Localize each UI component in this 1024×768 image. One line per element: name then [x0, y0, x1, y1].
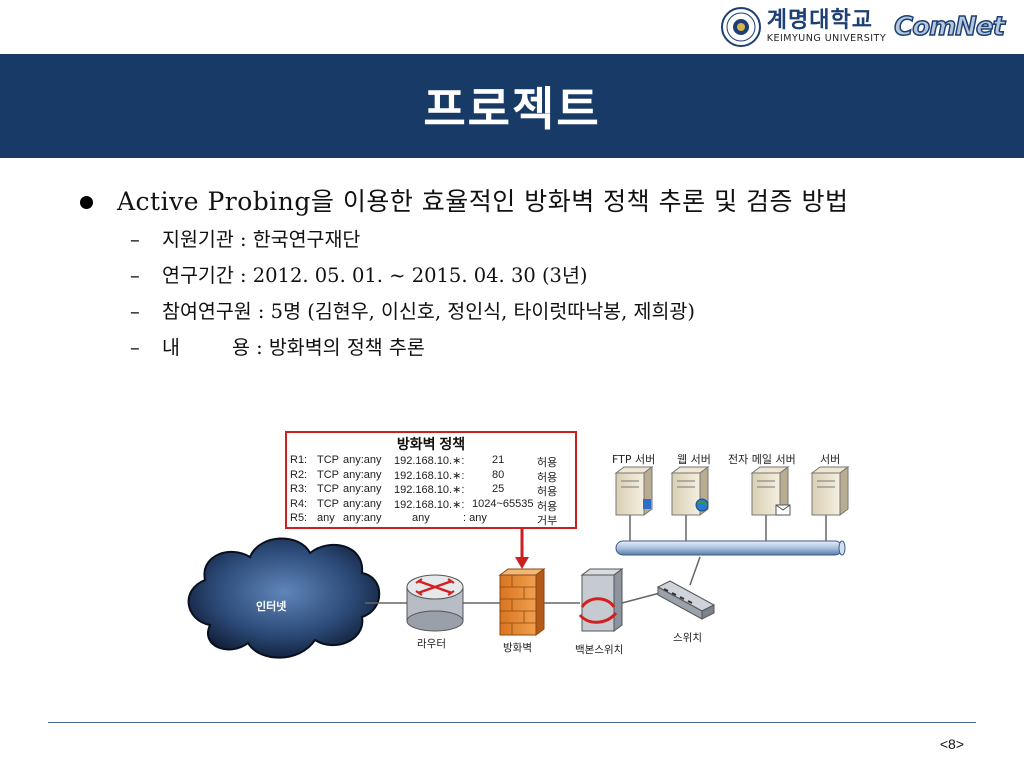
rule-port: 21: [492, 454, 505, 466]
sub-item-label: 참여연구원 : 5명 (김현우, 이신호, 정인식, 타이럿따낙봉, 제희광): [162, 300, 695, 323]
sub-item-content: – 내 용 : 방화벽의 정책 추론: [130, 330, 960, 366]
cloud-label: 인터넷: [256, 600, 287, 613]
rule-port: 1024~65535: [472, 497, 534, 510]
rule-proto: any: [317, 512, 335, 524]
policy-rule: R1: TCP any:any 192.168.10.∗: 21 허용: [287, 454, 575, 469]
slide-title: 프로젝트: [423, 82, 601, 136]
switch-label: 스위치: [673, 632, 702, 644]
university-name-en: KEIMYUNG UNIVERSITY: [766, 33, 887, 44]
rule-id: R5:: [290, 512, 308, 524]
policy-rule: R5: any any:any any : any 거부: [287, 512, 575, 527]
router-label: 라우터: [417, 638, 446, 650]
rule-id: R4:: [290, 497, 308, 510]
rule-proto: TCP: [317, 468, 339, 481]
sub-item-funding: – 지원기관 : 한국연구재단: [130, 222, 960, 258]
slide-content: Active Probing을 이용한 효율적인 방화벽 정책 추론 및 검증 …: [80, 186, 960, 366]
title-bar: 프로젝트: [0, 54, 1024, 158]
dash-icon: –: [130, 300, 140, 323]
policy-rule: R3: TCP any:any 192.168.10.∗: 25 허용: [287, 483, 575, 498]
firewall-policy-box: 방화벽 정책 R1: TCP any:any 192.168.10.∗: 21 …: [285, 431, 577, 529]
university-name-kr: 계명대학교: [766, 8, 873, 33]
rule-action: 허용: [537, 500, 558, 513]
rule-action: 허용: [537, 486, 558, 498]
rule-action: 거부: [537, 515, 558, 527]
policy-title: 방화벽 정책: [396, 436, 466, 452]
main-bullet-text: Active Probing을 이용한 효율적인 방화벽 정책 추론 및 검증 …: [117, 187, 849, 216]
page-number: <8>: [939, 736, 964, 752]
rule-dst: 192.168.10.∗:: [394, 469, 465, 482]
header-logos: 계명대학교 KEIMYUNG UNIVERSITY ComNet: [720, 6, 1006, 48]
rule-action: 허용: [537, 471, 558, 484]
ftp-server-icon: [614, 466, 654, 516]
rule-proto: TCP: [317, 497, 339, 510]
dash-icon: –: [130, 336, 140, 359]
dash-icon: –: [130, 228, 140, 251]
firewall-label: 방화벽: [503, 642, 532, 654]
rule-proto: TCP: [317, 483, 339, 495]
server-label-generic: 서버: [820, 453, 841, 466]
rule-id: R1:: [290, 454, 308, 466]
sub-item-researchers: – 참여연구원 : 5명 (김현우, 이신호, 정인식, 타이럿따낙봉, 제희광…: [130, 294, 960, 330]
university-name: 계명대학교 KEIMYUNG UNIVERSITY: [767, 9, 886, 45]
footer-divider: [48, 722, 976, 723]
web-server-icon: [670, 466, 710, 516]
sub-item-label-b: 용 : 방화벽의 정책 추론: [231, 336, 425, 359]
sub-item-label: 지원기관 : 한국연구재단: [162, 228, 361, 251]
server-icon: [810, 466, 850, 516]
rule-dst: 192.168.10.∗:: [394, 484, 465, 496]
sub-list: – 지원기관 : 한국연구재단 – 연구기간 : 2012. 05. 01. ~…: [130, 222, 960, 366]
mail-server-icon: [750, 466, 791, 516]
server-label-web: 웹 서버: [677, 453, 711, 466]
policy-arrow: [515, 525, 529, 569]
rule-src: any:any: [343, 497, 382, 510]
sub-item-label: 연구기간 : 2012. 05. 01. ~ 2015. 04. 30 (3년): [162, 264, 588, 287]
firewall-icon: [498, 568, 546, 636]
comnet-logo: ComNet: [893, 11, 1005, 43]
rule-src: any:any: [343, 512, 382, 524]
rule-dst: any: [412, 512, 430, 524]
rule-proto: TCP: [317, 454, 339, 466]
rule-dst: 192.168.10.∗:: [394, 498, 465, 511]
server-label-ftp: FTP 서버: [612, 453, 656, 466]
rule-id: R2:: [290, 468, 308, 481]
sub-item-label-a: 내: [162, 336, 180, 359]
sub-item-period: – 연구기간 : 2012. 05. 01. ~ 2015. 04. 30 (3…: [130, 258, 960, 294]
backbone-bar: [615, 540, 846, 556]
rule-port: 80: [492, 468, 505, 481]
university-seal-icon: [720, 7, 761, 47]
rule-src: any:any: [343, 454, 382, 466]
backbone-switch-icon: [578, 568, 624, 632]
rule-action: 허용: [537, 457, 558, 469]
bullet-dot-icon: [80, 196, 93, 209]
server-label-mail: 전자 메일 서버: [728, 453, 796, 466]
rule-dst: 192.168.10.∗:: [394, 455, 465, 467]
main-bullet: Active Probing을 이용한 효율적인 방화벽 정책 추론 및 검증 …: [80, 186, 960, 218]
switch-icon: [656, 580, 716, 620]
rule-port: : any: [463, 512, 487, 524]
internet-cloud-icon: [187, 537, 381, 659]
policy-rule: R4: TCP any:any 192.168.10.∗: 1024~65535…: [287, 498, 575, 513]
policy-rule: R2: TCP any:any 192.168.10.∗: 80 허용: [287, 469, 575, 484]
rule-src: any:any: [343, 468, 382, 481]
dash-icon: –: [130, 264, 140, 287]
rule-port: 25: [492, 483, 505, 495]
router-icon: [406, 574, 464, 632]
network-diagram: [187, 466, 850, 659]
rule-id: R3:: [290, 483, 308, 495]
rule-src: any:any: [343, 483, 382, 495]
backbone-switch-label: 백본스위치: [575, 644, 624, 656]
